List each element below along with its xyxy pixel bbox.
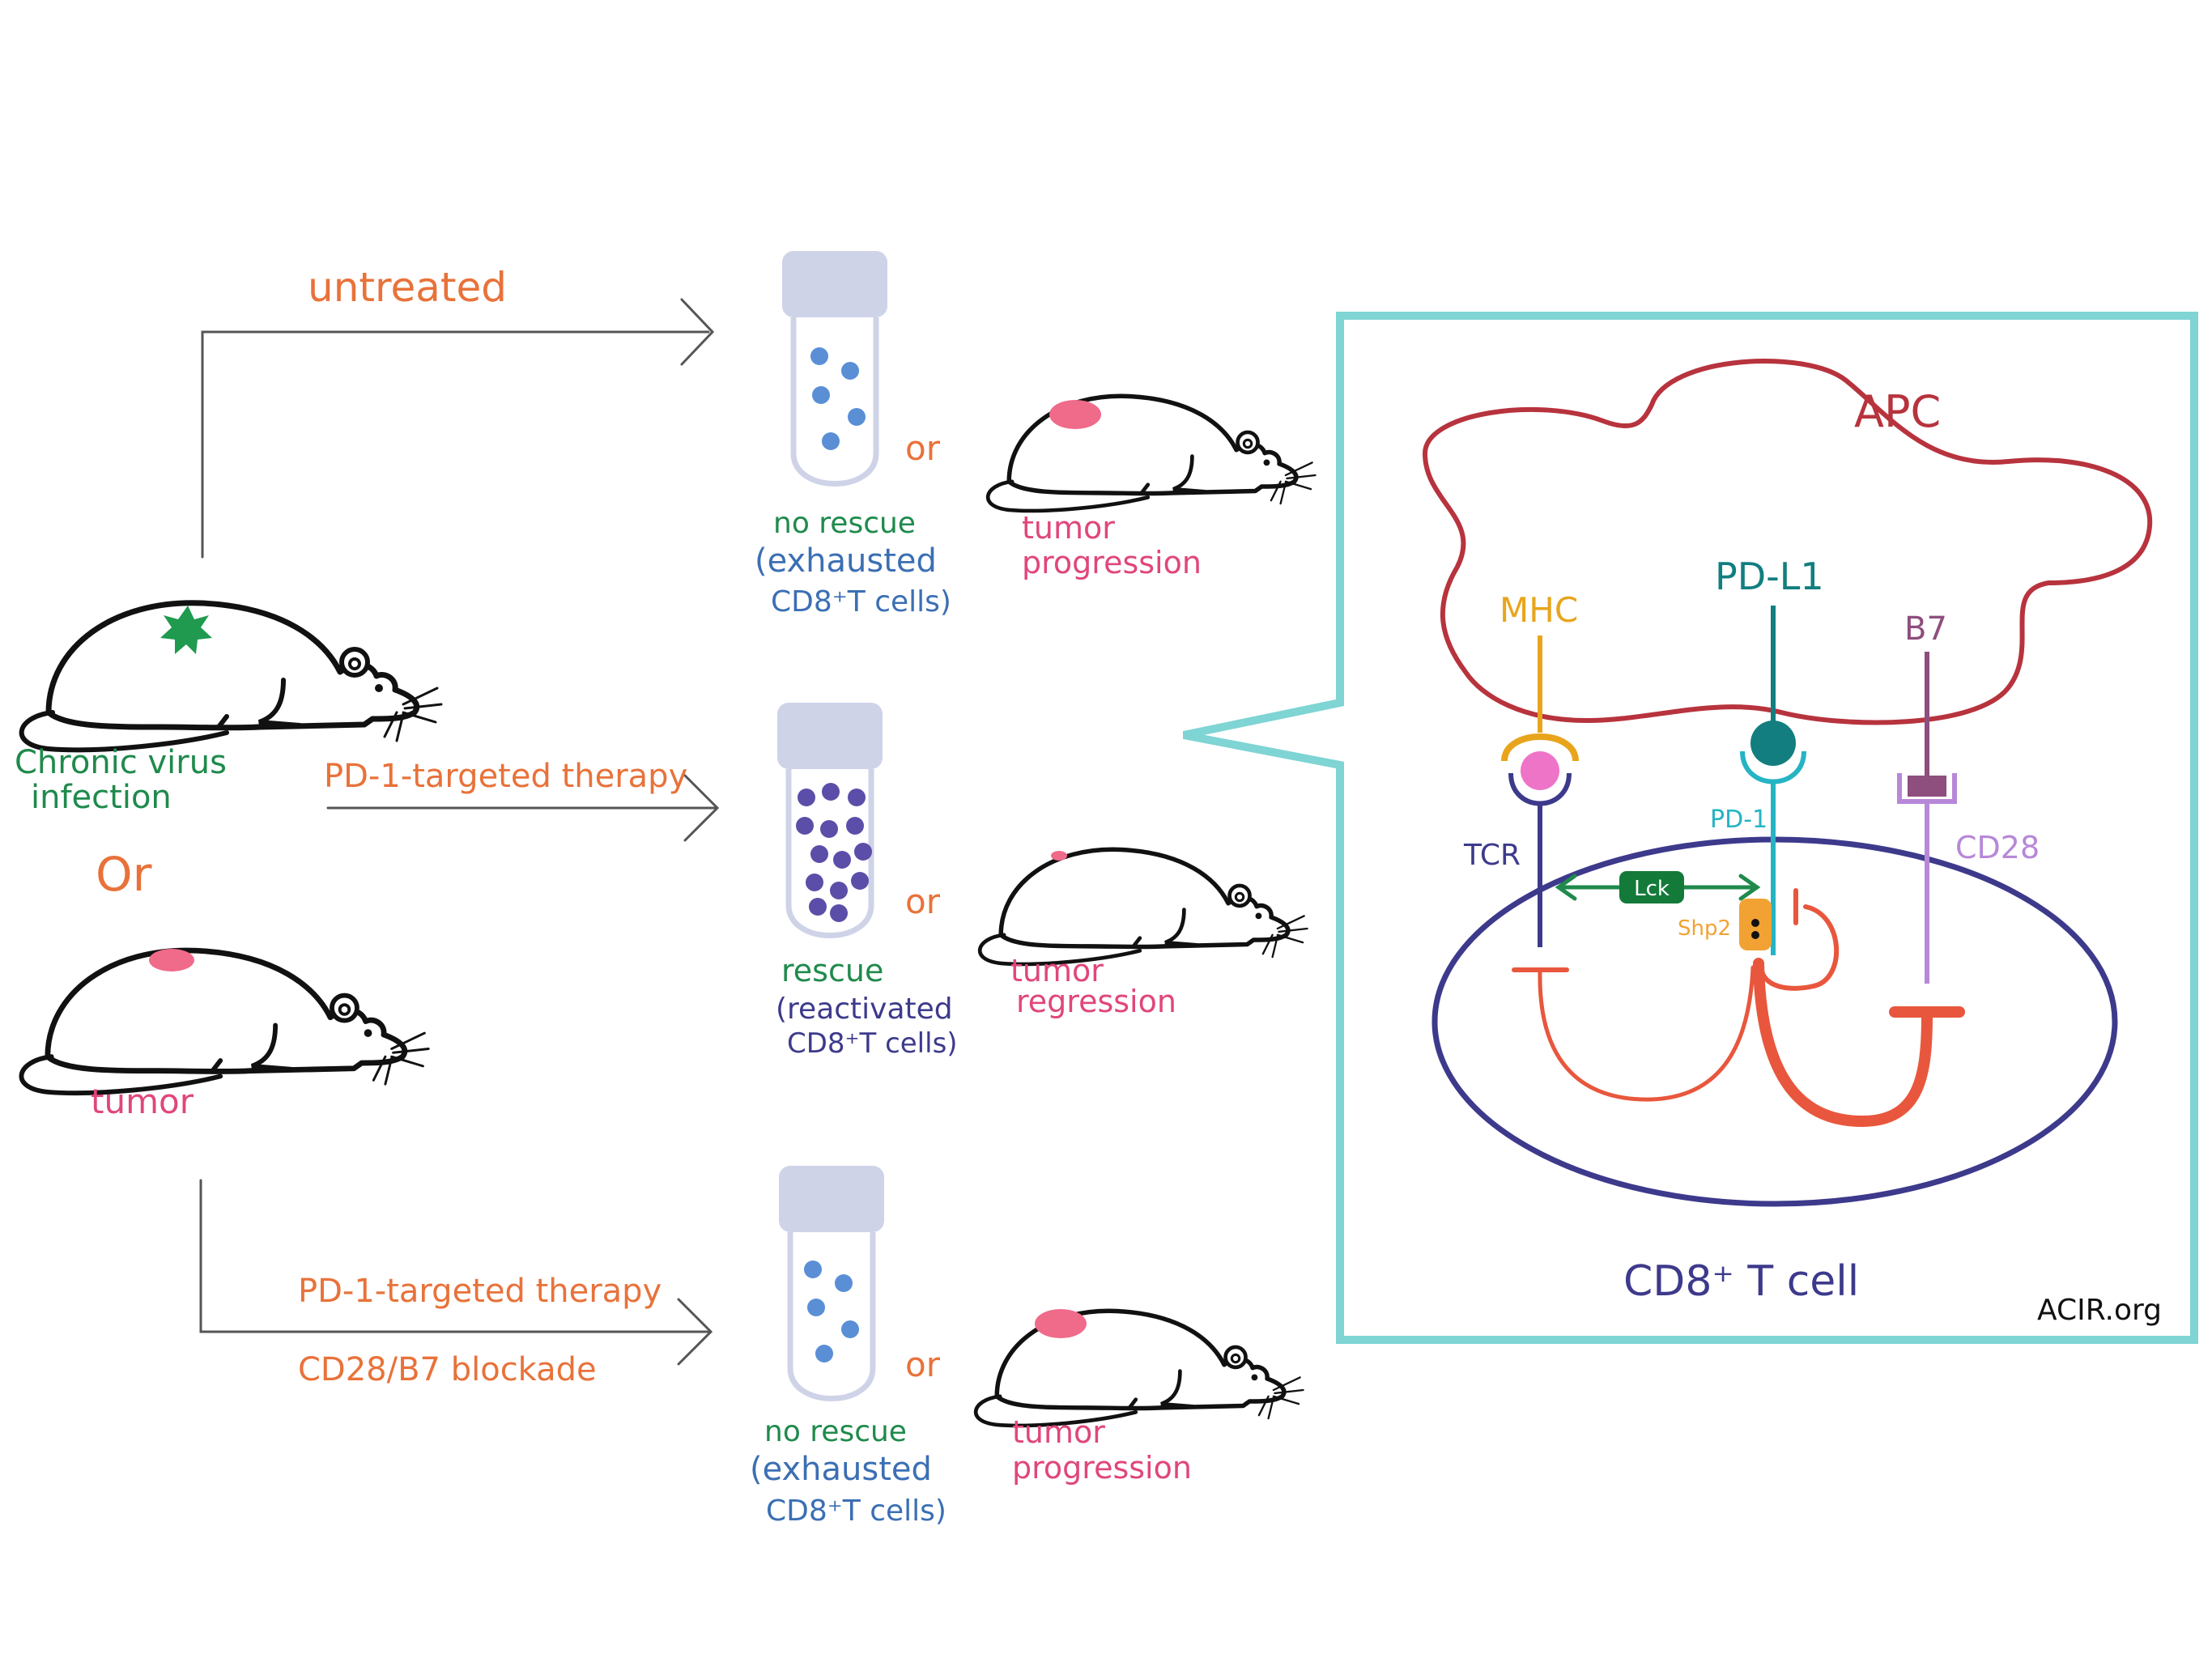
apc-label: APC	[1854, 386, 1941, 437]
branch2-or: or	[905, 882, 941, 921]
branch1-outcome-line1: tumor	[1022, 510, 1115, 546]
branch2-outcome-line1: tumor	[1010, 953, 1104, 988]
tumor-icon	[1035, 1309, 1087, 1338]
branch1-tube-label-line2: (exhausted	[755, 542, 937, 580]
branch2-test-tube	[777, 703, 883, 936]
branch3-tube-label-line1: no rescue	[764, 1415, 907, 1448]
branch3-cells	[804, 1261, 859, 1363]
mouse-icon	[988, 396, 1315, 511]
shp2-label: Shp2	[1678, 916, 1731, 941]
branch2-cells	[796, 783, 872, 922]
test-tube-icon	[779, 1166, 884, 1399]
tumor-icon	[149, 949, 194, 971]
b7-label: B7	[1904, 610, 1947, 648]
tumor-icon	[1051, 851, 1067, 861]
branch1-tube-label-line3: CD8⁺T cells)	[771, 585, 951, 619]
lck-label: Lck	[1634, 877, 1670, 901]
branch1-or: or	[905, 428, 941, 468]
branch3-treatment-line2: CD28/B7 blockade	[298, 1351, 597, 1388]
or-big-label: Or	[96, 847, 152, 902]
branch1-tube-label-line1: no rescue	[773, 507, 916, 540]
branch1-mouse	[988, 396, 1315, 511]
branch3-tube-label-line2: (exhausted	[750, 1451, 932, 1488]
infection-label-line2: infection	[31, 779, 172, 816]
branch3-test-tube	[779, 1166, 884, 1399]
branch2-mouse	[980, 849, 1307, 964]
branch2-treatment: PD-1-targeted therapy	[324, 758, 687, 795]
branch1-cells	[810, 347, 866, 450]
watermark: ACIR.org	[2037, 1294, 2162, 1327]
mhc-tcr-complex	[1501, 636, 1579, 947]
pd1-label: PD-1	[1710, 806, 1767, 834]
test-tube-icon	[777, 703, 883, 936]
mouse-icon	[21, 950, 428, 1093]
cd28-label: CD28	[1955, 830, 2040, 865]
infection-label-line1: Chronic virus	[15, 744, 227, 781]
tcr-label: TCR	[1463, 839, 1521, 872]
tcell-label: CD8⁺ T cell	[1623, 1257, 1859, 1306]
branch3-or: or	[905, 1345, 941, 1384]
tumor-icon	[1049, 400, 1101, 429]
branch1-treatment: untreated	[308, 264, 507, 311]
branch1-outcome-line2: progression	[1022, 545, 1202, 580]
pdl1-pd1-complex	[1740, 606, 1806, 955]
branch3-outcome-line2: progression	[1012, 1450, 1192, 1486]
branch2-outcome-line2: regression	[1016, 984, 1176, 1019]
inset-box	[1182, 312, 2198, 1344]
branch1-test-tube	[782, 251, 887, 484]
branch3-mouse	[976, 1309, 1303, 1426]
branch3-tube-label-line3: CD8⁺T cells)	[766, 1494, 946, 1528]
inhibition-arcs	[1512, 888, 1965, 1128]
tumor-label: tumor	[91, 1082, 194, 1121]
branch2-tube-label-line2: (reactivated	[776, 993, 953, 1026]
virus-icon	[160, 606, 212, 654]
apc-membrane	[1422, 359, 2153, 725]
left-tumor-mouse	[21, 949, 428, 1093]
b7-cd28-complex	[1897, 652, 1957, 984]
arrow-icon	[199, 298, 720, 1366]
mouse-icon	[22, 603, 441, 750]
branch2-tube-label-line3: CD8⁺T cells)	[787, 1027, 958, 1060]
mouse-icon	[980, 849, 1307, 964]
mouse-icon	[976, 1311, 1303, 1426]
mhc-label: MHC	[1499, 590, 1578, 630]
lck-badge	[1619, 871, 1684, 903]
branch2-tube-label-line1: rescue	[781, 953, 883, 988]
branch3-treatment-line1: PD-1-targeted therapy	[298, 1273, 661, 1310]
pdl1-label: PD-L1	[1715, 555, 1824, 598]
branch3-outcome-line1: tumor	[1012, 1414, 1105, 1450]
left-infected-mouse	[22, 603, 441, 750]
